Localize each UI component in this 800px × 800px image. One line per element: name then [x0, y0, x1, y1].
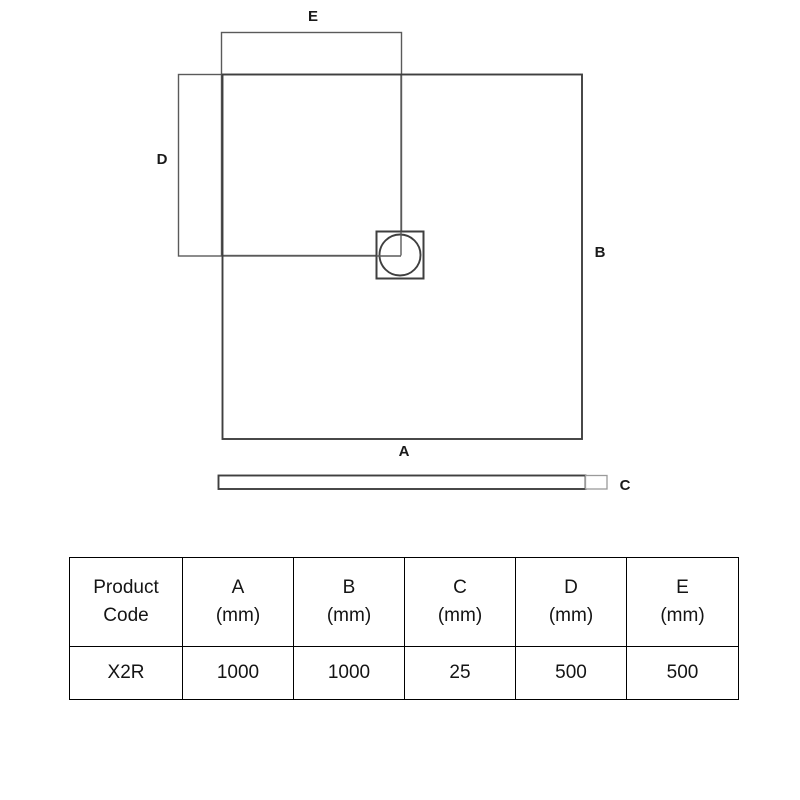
header-line-2: (mm)	[215, 605, 261, 626]
header-line-1: D	[564, 577, 578, 599]
dimension-rect-d	[177, 73, 402, 257]
cell-a: 1000	[182, 646, 294, 700]
cell-e: 500	[626, 646, 739, 700]
drain-circle-icon	[378, 233, 422, 277]
header-line-1: C	[453, 577, 467, 599]
cell-b: 1000	[293, 646, 405, 700]
table-header-c: C (mm)	[404, 557, 516, 647]
drawing-area: E D B A C	[156, 8, 631, 494]
tray-outline-plan	[221, 73, 583, 440]
tray-drawing-svg	[177, 31, 608, 490]
header-line-2: (mm)	[548, 605, 594, 626]
table-header-b: B (mm)	[293, 557, 405, 647]
cell-product-code: X2R	[69, 646, 183, 700]
specification-table: Product Code A (mm) B (mm) C (mm)	[69, 557, 739, 700]
dimension-rect-e	[220, 31, 403, 257]
header-line-1: A	[231, 577, 245, 599]
header-line-2: (mm)	[437, 605, 483, 626]
waste-outlet-group	[375, 230, 425, 280]
header-line-2: (mm)	[660, 605, 705, 626]
header-line-2: (mm)	[326, 605, 372, 626]
table-header-e: E (mm)	[626, 557, 739, 647]
waste-square-icon	[375, 230, 425, 280]
table-header-row: Product Code A (mm) B (mm) C (mm)	[69, 557, 739, 647]
table-header-product-code: Product Code	[69, 557, 183, 647]
header-line-1: B	[342, 577, 356, 599]
table-header-d: D (mm)	[515, 557, 627, 647]
table-header-a: A (mm)	[182, 557, 294, 647]
dimension-label-d: D	[156, 151, 168, 168]
dimension-label-c: C	[619, 477, 631, 494]
tray-side-profile	[217, 474, 587, 490]
header-line-1: E	[676, 577, 689, 599]
cell-c: 25	[404, 646, 516, 700]
cell-d: 500	[515, 646, 627, 700]
table-row: X2R 1000 1000 25 500 500	[69, 646, 739, 700]
header-line-1: Product	[93, 577, 159, 599]
header-line-2: Code	[103, 605, 149, 626]
dimension-label-b: B	[594, 244, 606, 261]
tray-side-end-cap	[584, 474, 608, 490]
dimension-label-a: A	[398, 443, 410, 460]
side-elevation-group	[217, 474, 608, 490]
dimension-label-e: E	[307, 8, 318, 25]
specification-table-wrapper: Product Code A (mm) B (mm) C (mm)	[69, 557, 739, 700]
